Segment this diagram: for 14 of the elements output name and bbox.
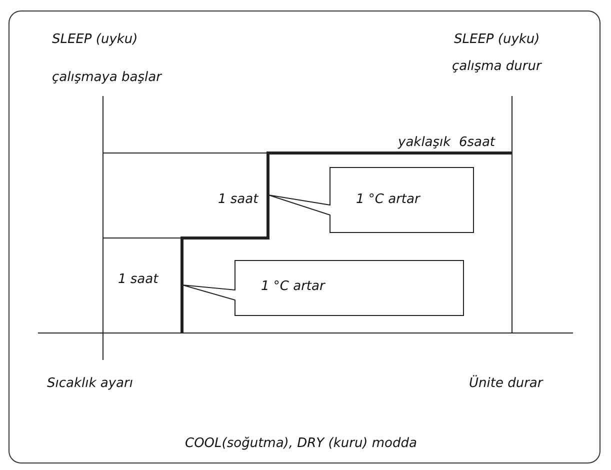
- caption: COOL(soğutma), DRY (kuru) modda: [185, 436, 417, 452]
- callout-text: 1 °C artar: [261, 279, 325, 295]
- duration-label: 1 saat: [118, 272, 158, 288]
- axis-label: Sıcaklık ayarı: [47, 376, 133, 392]
- callout-box: [182, 260, 464, 316]
- annotation-text: çalışma durur: [452, 59, 542, 75]
- duration-label: 1 saat: [218, 192, 258, 208]
- annotation-text: çalışmaya başlar: [52, 70, 162, 86]
- annotation-text: SLEEP (uyku): [52, 32, 138, 48]
- callout-box: [268, 167, 474, 234]
- annotation-text: SLEEP (uyku): [454, 32, 540, 48]
- duration-label: yaklaşık 6saat: [398, 135, 496, 151]
- callout-text: 1 °C artar: [356, 192, 420, 208]
- axis-label: Ünite durar: [469, 376, 543, 392]
